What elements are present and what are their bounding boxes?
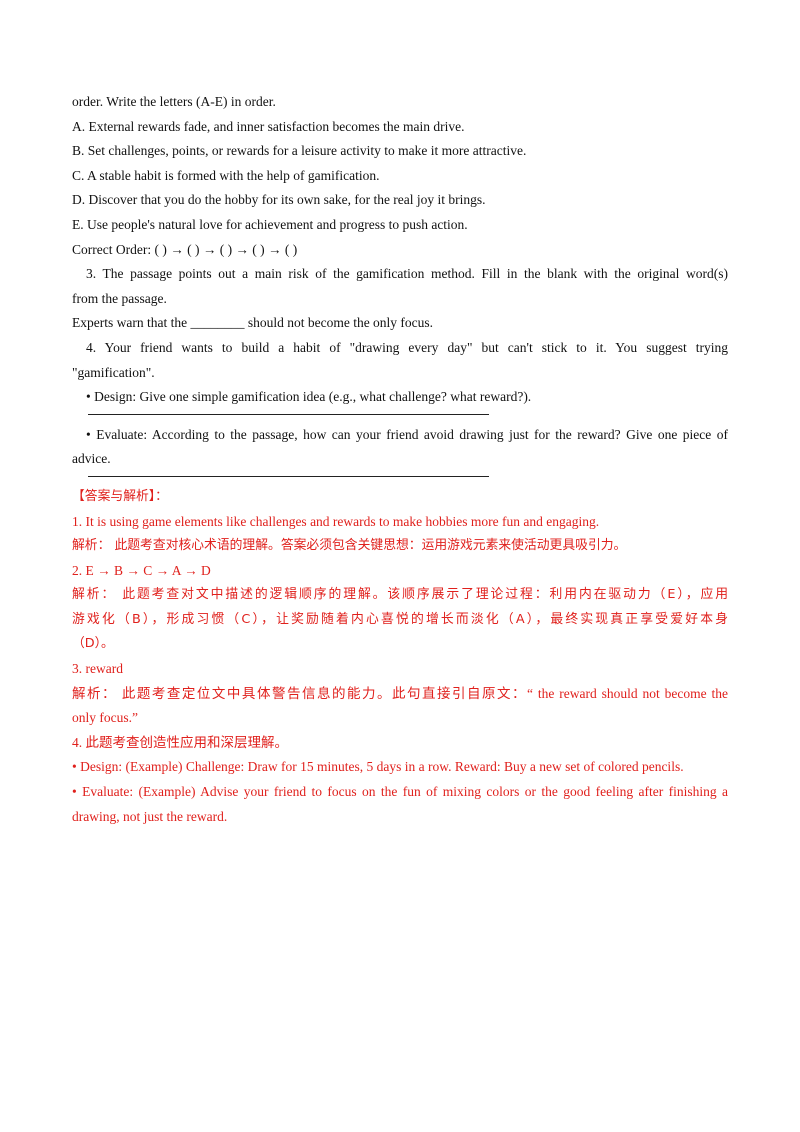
document-page: order. Write the letters (A-E) in order.… (72, 90, 728, 829)
answer-line-design (88, 413, 489, 415)
q2-intro: order. Write the letters (A-E) in order. (72, 94, 276, 109)
answer-3-analysis-2: only focus.” (72, 710, 138, 726)
q4-evaluate-cont: advice. (72, 451, 111, 467)
answer-2-analysis-3: （D）。 (72, 636, 114, 652)
answer-1: 1. It is using game elements like challe… (72, 513, 600, 529)
answer-3-analysis-1: 解析： 此题考查定位文中具体警告信息的能力。此句直接引自原文：“ the rew… (72, 685, 728, 701)
q3-prompt-cont: from the passage. (72, 290, 167, 306)
q2-option-e: E. Use people's natural love for achieve… (72, 216, 468, 232)
q2-option-d: D. Discover that you do the hobby for it… (72, 192, 486, 208)
q2-option-b: B. Set challenges, points, or rewards fo… (72, 143, 527, 159)
answer-2: 2. E → B → C → A → D (72, 562, 211, 578)
q3-sentence: Experts warn that the ________ should no… (72, 315, 434, 331)
answer-4-evaluate-2: drawing, not just the reward. (72, 808, 228, 824)
q4-prompt-cont: "gamification". (72, 364, 155, 380)
answers-heading: 【答案与解析】： (72, 488, 168, 504)
q2-option-a: A. External rewards fade, and inner sati… (72, 118, 465, 134)
q2-option-c: C. A stable habit is formed with the hel… (72, 167, 380, 183)
q4-design-prompt: • Design: Give one simple gamification i… (86, 389, 532, 405)
q4-prompt: 4. Your friend wants to build a habit of… (86, 339, 728, 355)
answer-2-analysis-1: 解析： 此题考查对文中描述的逻辑顺序的理解。该顺序展示了理论过程：利用内在驱动力… (72, 587, 728, 603)
answer-1-analysis: 解析： 此题考查对核心术语的理解。答案必须包含关键思想：运用游戏元素来使活动更具… (72, 538, 627, 554)
q3-prompt: 3. The passage points out a main risk of… (86, 266, 728, 282)
answer-2-analysis-2: 游戏化（B），形成习惯（C），让奖励随着内心喜悦的增长而淡化（A），最终实现真正… (72, 611, 728, 627)
q4-evaluate-prompt: • Evaluate: According to the passage, ho… (86, 426, 728, 442)
answer-4-evaluate-1: • Evaluate: (Example) Advise your friend… (72, 784, 728, 800)
answer-line-evaluate (88, 475, 489, 477)
q2-correct-order: Correct Order: ( ) → ( ) → ( ) → ( ) → (… (72, 241, 298, 257)
answer-4: 4. 此题考查创造性应用和深层理解。 (72, 734, 288, 750)
answer-3: 3. reward (72, 661, 123, 677)
answer-4-design: • Design: (Example) Challenge: Draw for … (72, 759, 684, 775)
